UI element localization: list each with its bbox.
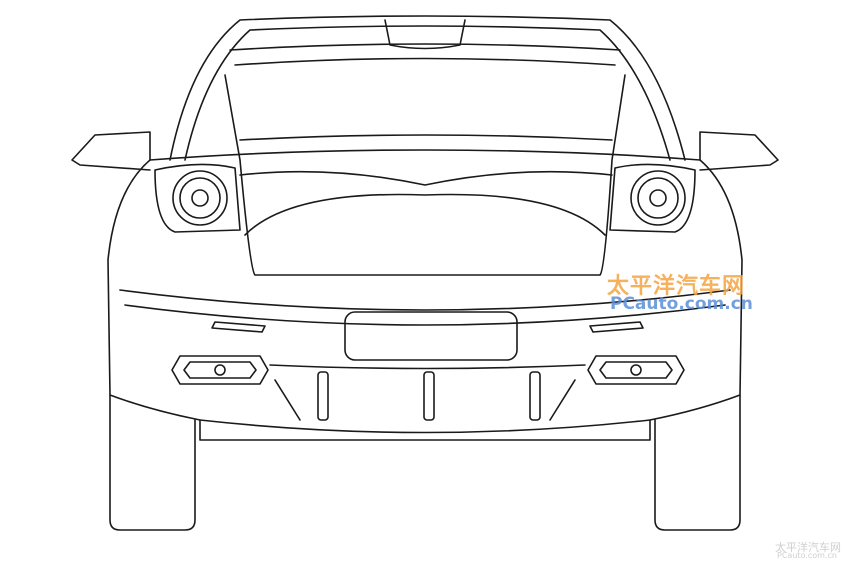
roof: [170, 16, 685, 160]
license-plate-area: [345, 312, 517, 360]
right-reflector: [590, 322, 643, 332]
left-tire: [110, 395, 195, 530]
right-exhaust: [588, 356, 684, 384]
diffuser: [270, 365, 585, 420]
watermark-english: PCauto.com.cn: [610, 294, 753, 314]
left-taillight: [155, 164, 240, 232]
right-mirror: [700, 132, 778, 170]
right-tire: [655, 395, 740, 530]
left-mirror: [72, 132, 150, 170]
left-reflector: [212, 322, 265, 332]
left-exhaust: [172, 356, 268, 384]
right-taillight: [610, 164, 695, 232]
underbody: [200, 420, 650, 440]
tailgate: [225, 75, 625, 275]
corner-watermark-english: PCauto.com.cn: [777, 551, 837, 560]
